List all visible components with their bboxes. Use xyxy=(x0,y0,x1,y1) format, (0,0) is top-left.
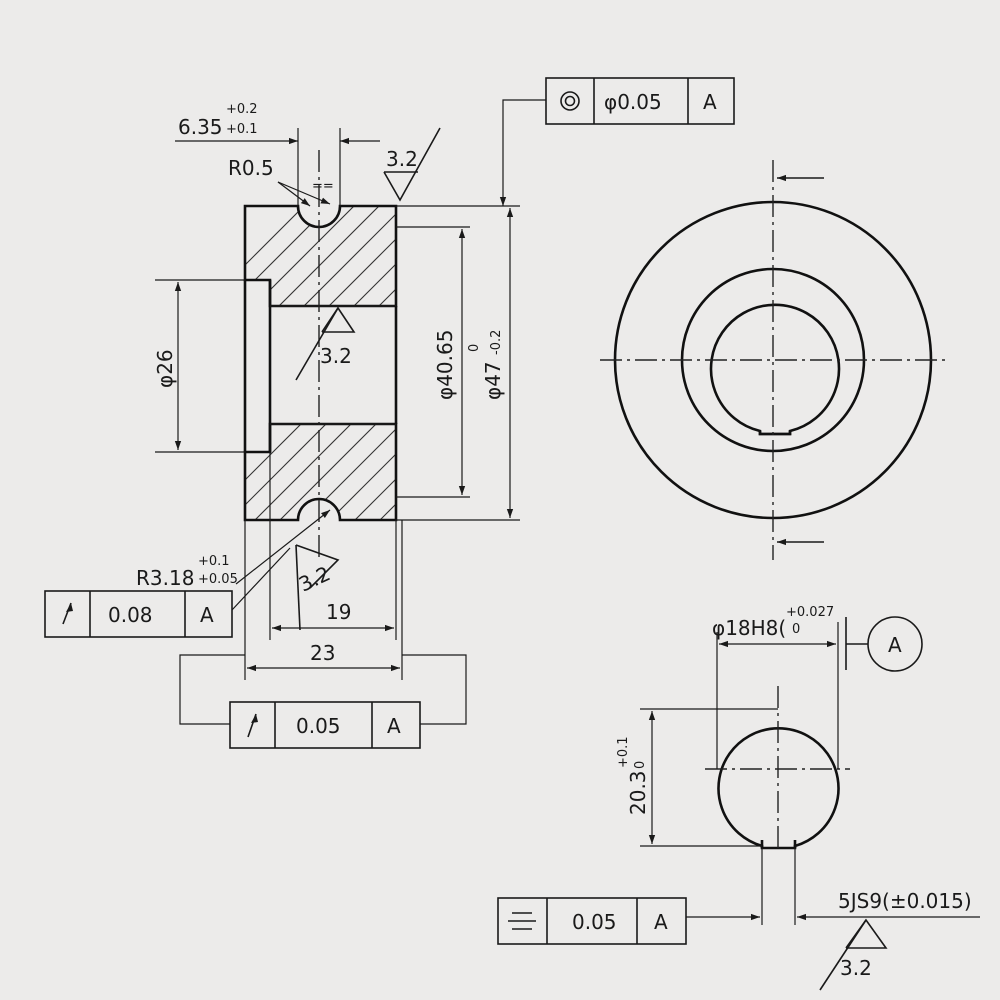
runout-icon xyxy=(62,602,73,625)
key-depth-upper: +0.1 xyxy=(616,736,631,768)
total-width-dim: 23 xyxy=(310,641,335,665)
section-view: == 6.35 +0.2 +0.1 R0.5 3.2 3.2 φ26 xyxy=(44,77,735,749)
svg-text:A: A xyxy=(888,633,902,657)
svg-text:A: A xyxy=(654,910,668,934)
symmetry-frame: 0.05 A xyxy=(497,897,687,945)
svg-text:0.08: 0.08 xyxy=(108,603,153,627)
svg-text:A: A xyxy=(387,714,401,738)
groove-bottom-radius: R3.18 xyxy=(136,566,194,590)
svg-text:A: A xyxy=(703,90,717,114)
symmetry-icon xyxy=(508,912,536,930)
key-depth-dim: 20.3 xyxy=(626,770,650,815)
groove-bottom-radius-lower: +0.05 xyxy=(198,572,238,587)
groove-symmetry-mark: == xyxy=(312,179,334,194)
groove-bottom-radius-upper: +0.1 xyxy=(198,554,230,569)
runout-icon xyxy=(247,713,258,738)
svg-text:3.2: 3.2 xyxy=(320,344,352,368)
bore-with-keyway xyxy=(709,303,841,436)
runout-frame-face: 0.08 A xyxy=(44,590,233,638)
roughness-symbol-bore: 3.2 xyxy=(295,306,356,381)
bore-diameter-dim: φ26 xyxy=(153,349,177,388)
bore-detail-view: φ18H8( +0.027 0 A 20.3 +0.1 0 5JS9(±0.01… xyxy=(497,605,980,991)
groove-width-lower: +0.1 xyxy=(226,122,258,137)
groove-radius-label: R0.5 xyxy=(228,156,274,180)
svg-text:0.05: 0.05 xyxy=(296,714,341,738)
bore-fit-dim: φ18H8( xyxy=(712,616,786,640)
runout-frame-width: 0.05 A xyxy=(229,701,421,749)
svg-text:φ0.05: φ0.05 xyxy=(604,90,662,114)
roughness-symbol-keyway: 3.2 xyxy=(819,918,888,991)
groove-width-dim: 6.35 xyxy=(178,115,223,139)
concentricity-icon xyxy=(560,91,580,111)
section-hatching-bottom xyxy=(245,424,396,520)
section-outline-bottom xyxy=(243,422,398,522)
roughness-symbol-top: 3.2 xyxy=(383,127,441,202)
outer-diameter-upper: 0 xyxy=(467,344,482,352)
groove-width-upper: +0.2 xyxy=(226,102,258,117)
outer-diameter-lower: -0.2 xyxy=(489,330,504,355)
bore-detail-outline xyxy=(717,727,840,850)
end-view xyxy=(600,160,950,560)
svg-text:3.2: 3.2 xyxy=(386,147,418,171)
svg-text:A: A xyxy=(200,603,214,627)
hub-width-dim: 19 xyxy=(326,600,351,624)
section-hatching-top xyxy=(245,206,396,306)
svg-text:3.2: 3.2 xyxy=(840,956,872,980)
svg-text:3.2: 3.2 xyxy=(295,561,334,596)
bore-fit-upper: +0.027 xyxy=(786,605,834,620)
section-outline-top xyxy=(243,204,398,308)
key-depth-lower: 0 xyxy=(633,761,648,769)
outer-diameter-dim: φ47 xyxy=(481,361,505,400)
keyway-width-dim: 5JS9(±0.015) xyxy=(838,889,972,913)
datum-feature-a: A xyxy=(845,616,923,672)
concentricity-frame: φ0.05 A xyxy=(545,77,735,125)
svg-text:0.05: 0.05 xyxy=(572,910,617,934)
groove-diameter-dim: φ40.65 xyxy=(433,330,457,400)
bore-fit-lower: 0 xyxy=(792,622,800,637)
